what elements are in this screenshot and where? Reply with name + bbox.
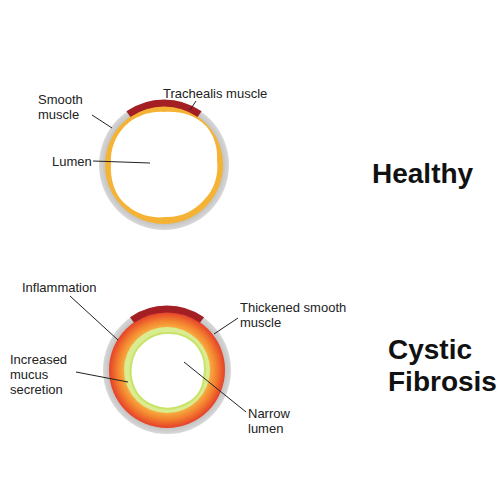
- part-label: Narrow lumen: [248, 406, 298, 436]
- inflamed-muscle-ring: [109, 312, 225, 428]
- lumen-shape: [111, 112, 218, 218]
- part-label: Increased mucus secretion: [10, 352, 76, 397]
- leader-line: [76, 372, 128, 382]
- leader-line: [70, 296, 118, 340]
- airway-wall: [103, 306, 231, 434]
- part-label: Thickened smooth muscle: [240, 300, 350, 330]
- airway-wall: [99, 100, 229, 230]
- panel-heading: Cystic Fibrosis: [388, 334, 500, 398]
- part-label: Smooth muscle: [38, 92, 100, 122]
- part-label: Trachealis muscle: [163, 86, 293, 101]
- smooth-muscle-ring: [105, 106, 223, 224]
- trachealis-arc: [132, 309, 202, 320]
- part-label: Lumen: [52, 154, 112, 169]
- panel-heading: Healthy: [372, 158, 500, 190]
- leader-line: [214, 318, 238, 334]
- leader-line: [190, 101, 196, 110]
- narrow-lumen-shape: [131, 333, 205, 409]
- mucus-ring: [124, 327, 210, 413]
- leader-line: [93, 161, 150, 163]
- leader-line: [92, 115, 112, 128]
- part-label: Inflammation: [22, 280, 122, 295]
- leader-line: [184, 362, 246, 412]
- trachealis-arc: [128, 103, 199, 114]
